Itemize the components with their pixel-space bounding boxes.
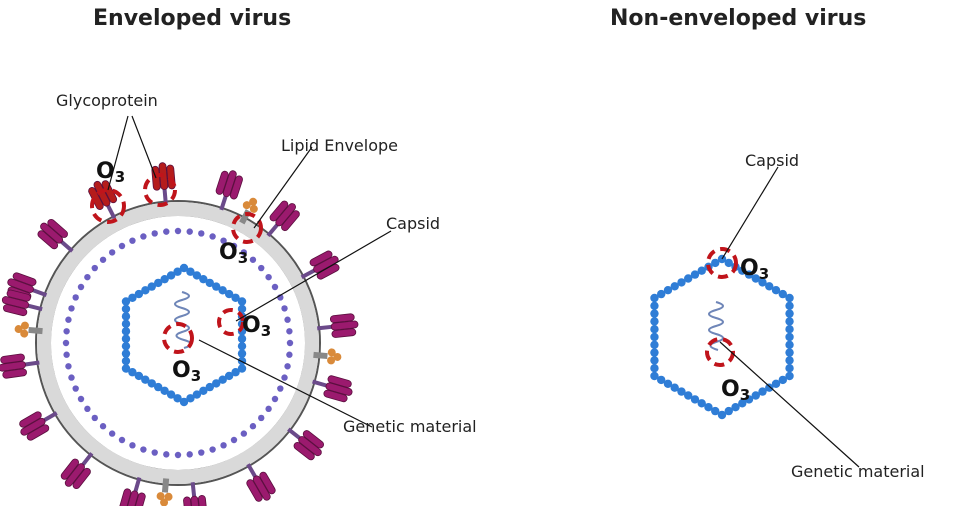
lipid-anchor [14,321,43,338]
ozone-label-1: O3 [96,159,126,186]
glycoprotein-spike [1,289,43,317]
enveloped-virus-title: Enveloped virus [93,6,292,31]
glycoprotein-spike [300,250,340,280]
capsid-label-left: Capsid [386,214,441,233]
ozone-label-2: O3 [219,240,249,267]
glycoprotein-spike [183,482,208,506]
glycoprotein-spike [88,180,118,220]
capsid-left [121,263,247,407]
glycoprotein-spike [0,353,40,379]
genetic-material-left [174,291,192,349]
genetic-material-right [708,301,724,351]
genetic-material-label-left: Genetic material [343,417,477,436]
glycoprotein-spike [37,218,74,253]
ozone-arcs [90,173,738,367]
capsid-label-right: Capsid [745,151,800,170]
ozone-label-4: O3 [172,358,202,385]
capsid-right [650,254,794,420]
ozone-label-6: O3 [721,377,751,404]
lipid-envelope-label: Lipid Envelope [281,136,398,155]
genetic-material-label-right: Genetic material [791,462,925,481]
glycoprotein-spike [60,452,94,490]
lipid-anchor [313,348,342,365]
inner-dotted-ring [62,227,294,459]
glycoprotein-spike [118,477,146,506]
ozone-label-5: O3 [740,256,770,283]
glycoprotein-spike [287,427,325,461]
glycoprotein-label: Glycoprotein [56,91,158,110]
lipid-anchor [156,478,173,506]
glycoprotein-spike [19,411,58,441]
ozone-label-3: O3 [242,313,272,340]
glycoprotein-spike [266,200,300,238]
leader-lines [107,115,860,468]
glycoprotein-spike [317,313,359,338]
lipid-envelope [35,200,321,486]
non-enveloped-virus-title: Non-enveloped virus [610,6,867,31]
glycoprotein-spike [312,375,353,403]
glycoprotein-spike [246,463,276,502]
glycoprotein-spike [215,170,243,211]
